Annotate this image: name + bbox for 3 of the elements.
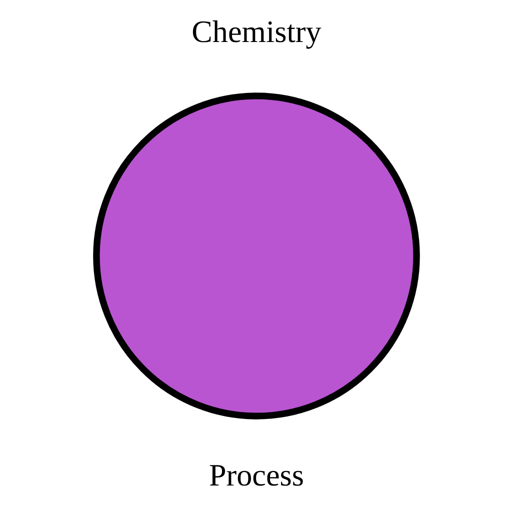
node-circle [92, 92, 420, 420]
label: Process [208, 457, 304, 492]
label: Chemistry [191, 14, 321, 49]
